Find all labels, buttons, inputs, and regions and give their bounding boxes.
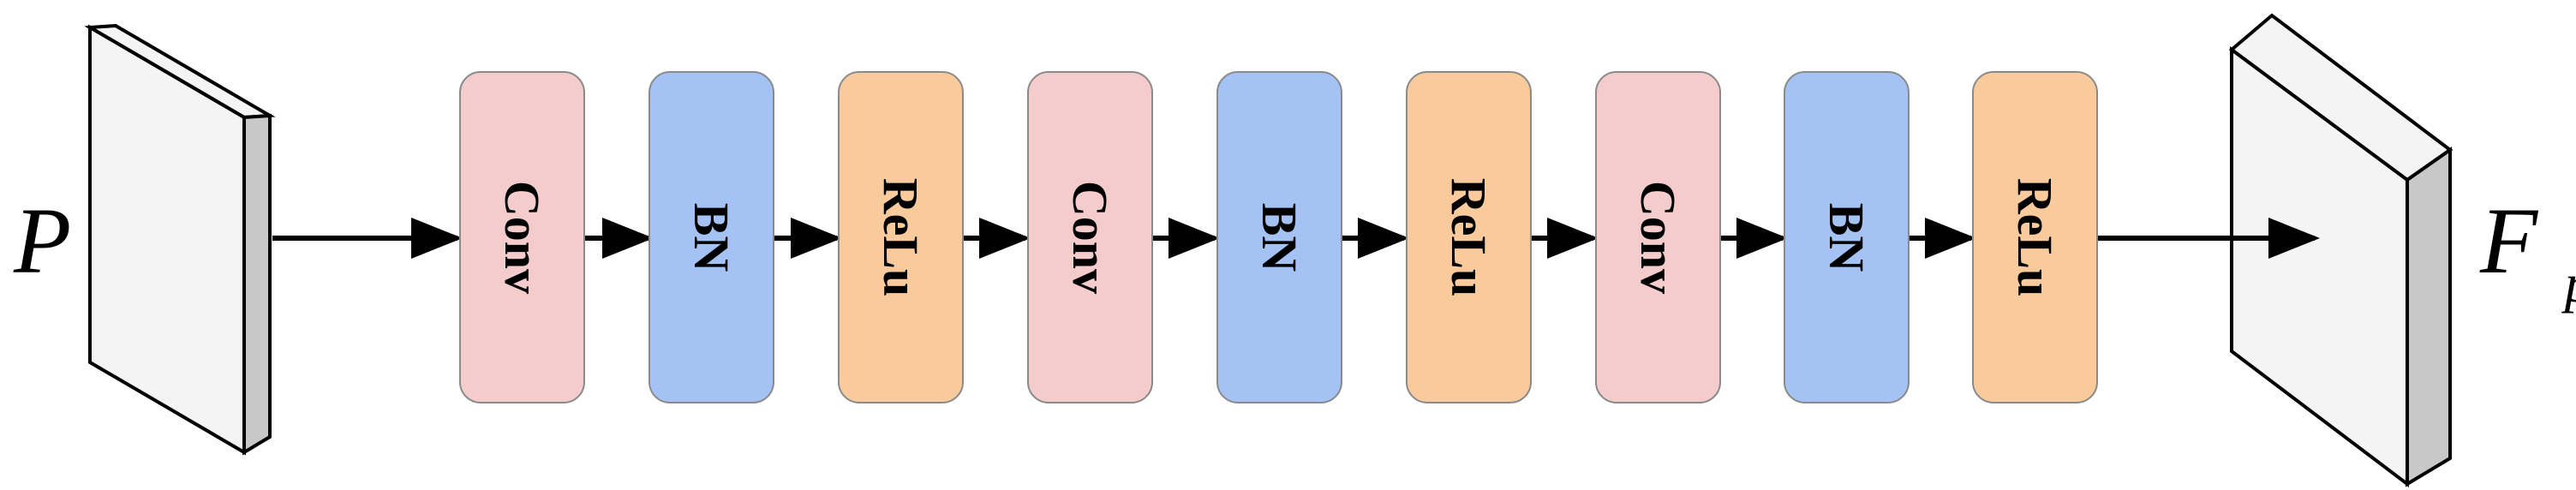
block-box (838, 71, 964, 403)
block-box (1027, 71, 1153, 403)
block-9: ReLu (1972, 71, 2098, 403)
block-4: Conv (1027, 71, 1153, 403)
block-label: ReLu (1441, 178, 1497, 297)
block-label: Conv (1630, 181, 1686, 294)
output-label-subscript: p (2561, 253, 2576, 314)
output-label: F p (2479, 188, 2576, 314)
input-slab-side (242, 113, 272, 456)
block-1: Conv (459, 71, 585, 403)
output-slab-front (2230, 46, 2409, 488)
output-label-main: F (2479, 188, 2539, 293)
block-8: BN (1784, 71, 1910, 403)
block-6: ReLu (1406, 71, 1532, 403)
block-box (459, 71, 585, 403)
block-box (648, 71, 774, 403)
block-7: Conv (1595, 71, 1721, 403)
block-box (1216, 71, 1342, 403)
block-label: Conv (494, 181, 550, 294)
block-label: BN (1252, 203, 1307, 272)
block-label: ReLu (873, 178, 929, 297)
block-label: BN (1819, 203, 1874, 272)
block-box (1784, 71, 1910, 403)
block-3: ReLu (838, 71, 964, 403)
block-box (1595, 71, 1721, 403)
block-5: BN (1216, 71, 1342, 403)
input-feature-map (84, 23, 276, 456)
block-label: Conv (1062, 181, 1118, 294)
output-feature-map (2228, 13, 2453, 488)
block-2: BN (648, 71, 774, 403)
block-label: ReLu (2007, 178, 2063, 297)
output-slab-side (2406, 146, 2452, 487)
block-label: BN (684, 203, 739, 272)
block-box (1972, 71, 2098, 403)
block-box (1406, 71, 1532, 403)
input-slab-front (88, 24, 246, 456)
input-label: P (13, 188, 71, 293)
